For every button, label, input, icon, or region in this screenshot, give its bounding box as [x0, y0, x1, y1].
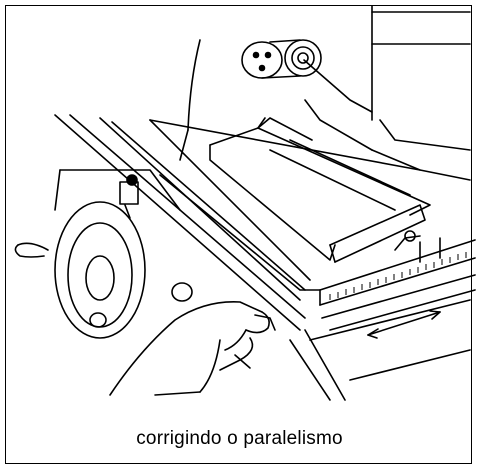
machine-ways	[54, 114, 421, 331]
lower-ways	[289, 329, 471, 401]
movement-arrow	[367, 310, 441, 339]
figure-caption: corrigindo o paralelismo	[136, 428, 343, 449]
scale-ticks	[329, 252, 467, 300]
top-knob	[241, 39, 322, 79]
machine-column	[179, 5, 471, 181]
side-handwheel	[14, 169, 193, 339]
scale-rule	[309, 230, 476, 341]
table-workpiece	[159, 117, 431, 291]
operator-hand	[109, 301, 276, 396]
clamp-bolt	[119, 174, 139, 219]
